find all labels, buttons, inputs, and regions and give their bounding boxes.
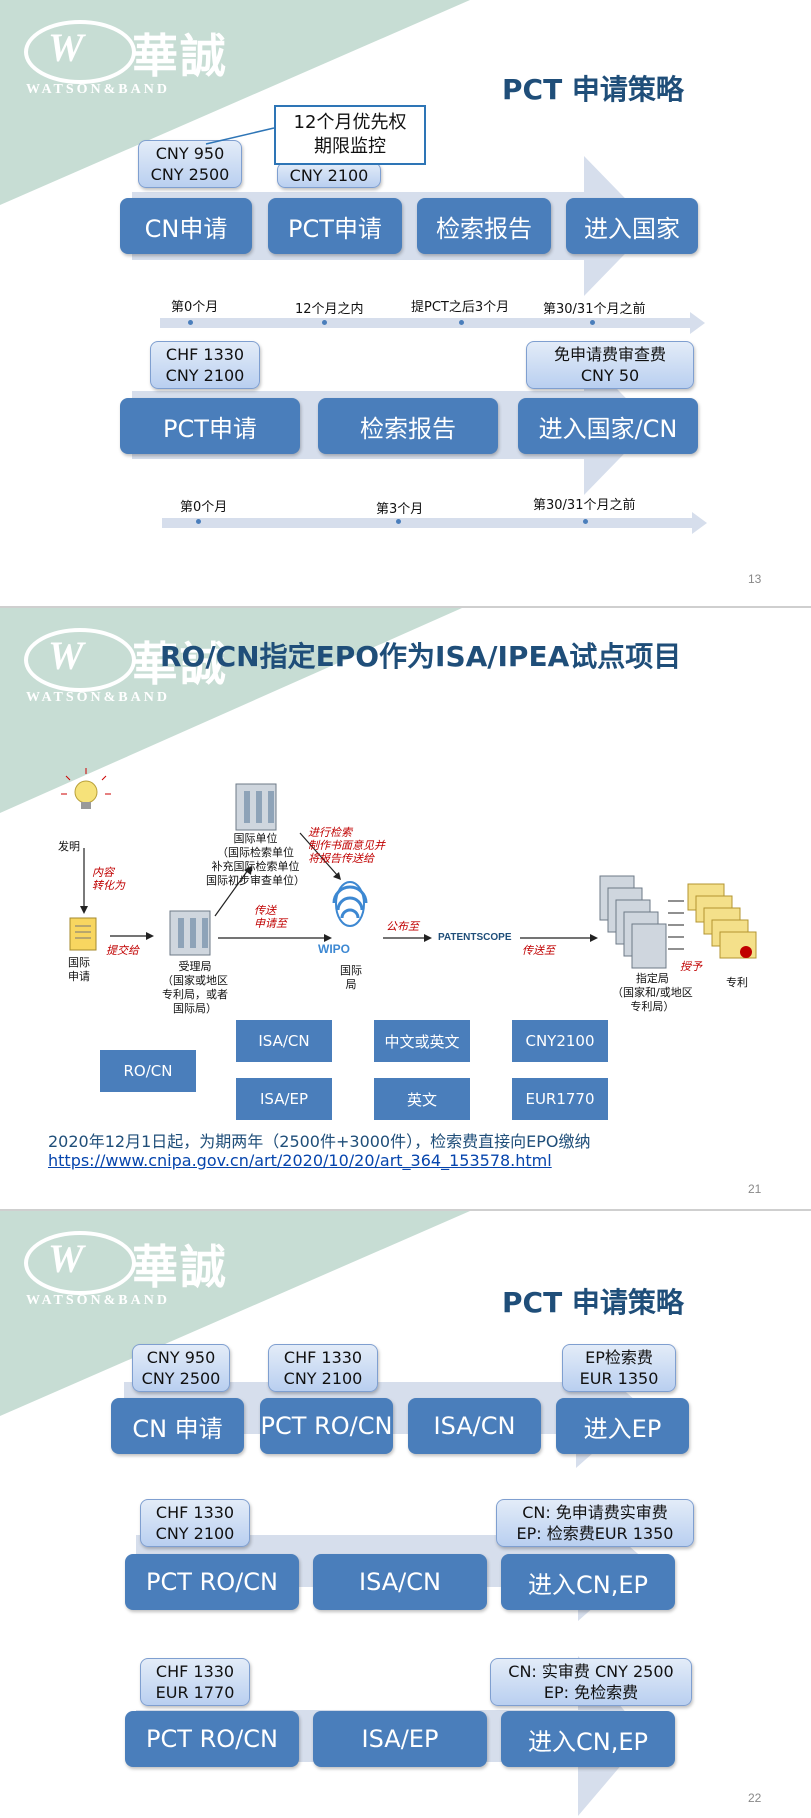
step-search-report: 检索报告 bbox=[318, 398, 498, 454]
step-pct-ro-cn: PCT RO/CN bbox=[125, 1711, 299, 1767]
slide-title: PCT 申请策略 bbox=[502, 73, 684, 106]
page-number: 21 bbox=[748, 1182, 762, 1196]
pilot-note: 2020年12月1日起，为期两年（2500件+3000件），检索费直接向EPO缴… bbox=[48, 1132, 591, 1151]
slide-divider bbox=[0, 606, 811, 608]
step-isa-cn: ISA/CN bbox=[313, 1554, 487, 1610]
building-stack-icon bbox=[599, 875, 667, 969]
intl-application-label: 国际申请 bbox=[68, 956, 90, 983]
page-number: 13 bbox=[748, 572, 762, 586]
slide-divider bbox=[0, 1209, 811, 1211]
building-icon bbox=[235, 783, 277, 831]
slide-title: RO/CN指定EPO作为ISA/IPEA试点项目 bbox=[160, 640, 682, 673]
isa-unit-label: 国际单位（国际检索单位补充国际检索单位国际初步审查单位） bbox=[206, 832, 305, 887]
step-cn-application: CN 申请 bbox=[111, 1398, 244, 1454]
convert-label: 内容转化为 bbox=[92, 866, 125, 892]
fee-box: CNY2100 bbox=[512, 1020, 608, 1062]
step-enter-ep: 进入EP bbox=[556, 1398, 689, 1454]
step-pct-ro-cn: PCT RO/CN bbox=[125, 1554, 299, 1610]
search-note-label: 进行检索制作书面意见并将报告传送给 bbox=[308, 826, 385, 865]
pct-process-diagram bbox=[61, 768, 757, 969]
timeline-label: 第30/31个月之前 bbox=[543, 302, 646, 317]
transmit-label: 传送申请至 bbox=[254, 904, 287, 930]
slide-title: PCT 申请策略 bbox=[502, 1286, 684, 1319]
ro-cn-box: RO/CN bbox=[100, 1050, 196, 1092]
fee-box-pct: CNY 2100 bbox=[277, 162, 381, 188]
fee-box: EUR1770 bbox=[512, 1078, 608, 1120]
invention-label: 发明 bbox=[58, 840, 80, 853]
transmit-to-label: 传送至 bbox=[522, 944, 555, 957]
language-box: 中文或英文 bbox=[374, 1020, 470, 1062]
priority-monitor-callout: 12个月优先权期限监控 bbox=[274, 105, 426, 165]
intl-bureau-label: 国际局 bbox=[340, 964, 362, 991]
step-enter-cn-ep: 进入CN,EP bbox=[501, 1711, 675, 1767]
grant-label: 授予 bbox=[680, 960, 702, 973]
receiving-office-label: 受理局（国家或地区专利局，或者国际局） bbox=[162, 960, 228, 1015]
step-isa-cn: ISA/CN bbox=[408, 1398, 541, 1454]
isa-ep-box: ISA/EP bbox=[236, 1078, 332, 1120]
publish-label: 公布至 bbox=[386, 920, 419, 933]
timeline-label: 第30/31个月之前 bbox=[533, 498, 636, 513]
step-search-report: 检索报告 bbox=[417, 198, 551, 254]
step-cn-application: CN申请 bbox=[120, 198, 252, 254]
step-national-entry: 进入国家 bbox=[566, 198, 698, 254]
lightbulb-icon bbox=[61, 768, 111, 809]
document-icon bbox=[69, 917, 97, 951]
step-enter-cn-ep: 进入CN,EP bbox=[501, 1554, 675, 1610]
timeline-label: 第3个月 bbox=[376, 502, 424, 517]
submit-label: 提交给 bbox=[106, 944, 139, 957]
callout-pointer bbox=[205, 127, 275, 145]
step-pct-application: PCT申请 bbox=[268, 198, 402, 254]
wipo-logo-icon bbox=[332, 881, 368, 927]
timeline-label: 第0个月 bbox=[180, 500, 228, 515]
language-box: 英文 bbox=[374, 1078, 470, 1120]
step-pct-application: PCT申请 bbox=[120, 398, 300, 454]
cnipa-link[interactable]: https://www.cnipa.gov.cn/art/2020/10/20/… bbox=[48, 1151, 552, 1170]
timeline-arrow bbox=[160, 312, 705, 334]
timeline-label: 12个月之内 bbox=[295, 302, 364, 317]
isa-cn-box: ISA/CN bbox=[236, 1020, 332, 1062]
timeline-arrow bbox=[162, 512, 707, 534]
timeline-label: 第0个月 bbox=[171, 300, 219, 315]
timeline-label: 提PCT之后3个月 bbox=[411, 300, 510, 315]
step-pct-ro-cn: PCT RO/CN bbox=[260, 1398, 393, 1454]
wipo-label: WIPO bbox=[318, 942, 350, 956]
patentscope-label: PATENTSCOPE bbox=[438, 932, 512, 943]
building-icon bbox=[169, 910, 211, 956]
patent-label: 专利 bbox=[726, 976, 748, 989]
certificate-stack-icon bbox=[687, 883, 757, 959]
page-number: 22 bbox=[748, 1791, 762, 1805]
step-national-entry-cn: 进入国家/CN bbox=[518, 398, 698, 454]
designated-office-label: 指定局（国家和/或地区专利局） bbox=[612, 972, 693, 1013]
step-isa-ep: ISA/EP bbox=[313, 1711, 487, 1767]
